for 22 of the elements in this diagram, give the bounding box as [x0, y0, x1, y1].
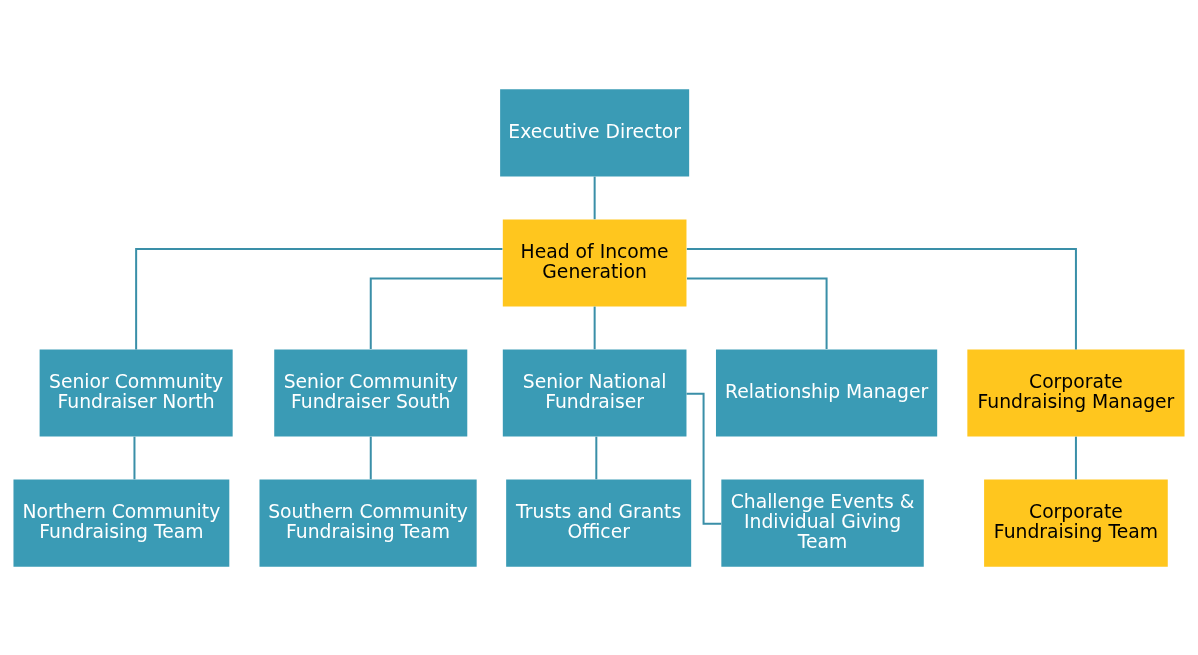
connector: [686, 247, 1077, 349]
node-box: Senior Community Fundraiser North: [39, 348, 233, 437]
connector: [595, 436, 598, 479]
node-box: Corporate Fundraising Team: [984, 479, 1168, 567]
connector: [133, 436, 136, 479]
connector: [686, 276, 828, 349]
node-box: Head of Income Generation: [502, 218, 687, 307]
node-box: Northern Community Fundraising Team: [13, 479, 230, 567]
node-box: Challenge Events & Individual Giving Team: [721, 479, 924, 567]
connector: [593, 306, 596, 349]
node-box: Corporate Fundraising Manager: [967, 348, 1185, 437]
node-box: Southern Community Fundraising Team: [259, 479, 477, 567]
node-box: Trusts and Grants Officer: [506, 479, 692, 567]
connector: [593, 176, 596, 219]
node-box: Senior Community Fundraiser South: [274, 348, 468, 437]
connector: [369, 436, 372, 479]
node-box: Executive Director: [500, 88, 690, 176]
connector: [135, 247, 503, 349]
connector: [1074, 436, 1077, 479]
connector: [369, 276, 503, 349]
node-box: Senior National Fundraiser: [502, 348, 687, 437]
node-box: Relationship Manager: [715, 348, 938, 437]
